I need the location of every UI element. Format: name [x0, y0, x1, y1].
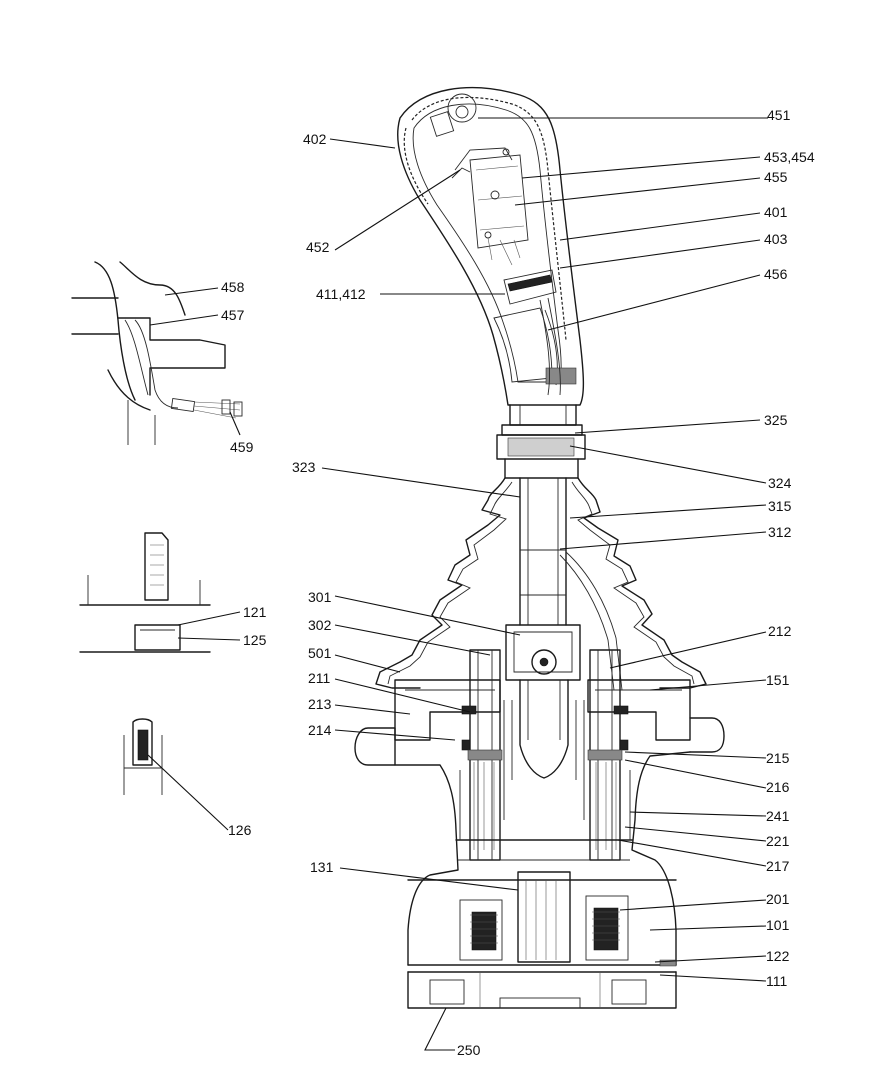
label-216: 216	[766, 779, 790, 795]
label-457: 457	[221, 307, 245, 323]
label-403: 403	[764, 231, 788, 247]
label-211: 211	[308, 670, 331, 686]
label-212: 212	[768, 623, 792, 639]
label-452: 452	[306, 239, 330, 255]
label-214: 214	[308, 722, 332, 738]
label-455: 455	[764, 169, 788, 185]
inset-detail-bolt	[79, 532, 211, 653]
label-411-412: 411,412	[316, 286, 366, 302]
label-456: 456	[764, 266, 788, 282]
label-241: 241	[766, 808, 790, 824]
handle-grip	[397, 86, 585, 436]
label-101: 101	[766, 917, 790, 933]
label-121: 121	[243, 604, 267, 620]
label-312: 312	[768, 524, 792, 540]
part-labels: 451 402 453,454 455 452 401 403 411,412 …	[221, 107, 815, 1058]
inset-detail-pin	[123, 718, 163, 795]
label-459: 459	[230, 439, 254, 455]
gimbal-and-plungers	[354, 624, 725, 861]
label-324: 324	[768, 475, 792, 491]
label-301: 301	[308, 589, 332, 605]
label-201: 201	[766, 891, 790, 907]
label-126: 126	[228, 822, 252, 838]
label-213: 213	[308, 696, 332, 712]
label-125: 125	[243, 632, 267, 648]
label-453-454: 453,454	[764, 149, 815, 165]
label-122: 122	[766, 948, 790, 964]
label-215: 215	[766, 750, 790, 766]
label-302: 302	[308, 617, 332, 633]
label-458: 458	[221, 279, 245, 295]
label-323: 323	[292, 459, 316, 475]
label-217: 217	[766, 858, 790, 874]
label-151: 151	[766, 672, 790, 688]
label-402: 402	[303, 131, 327, 147]
label-501: 501	[308, 645, 332, 661]
label-221: 221	[766, 833, 790, 849]
label-451: 451	[767, 107, 791, 123]
inset-detail-wire-entry	[71, 261, 243, 445]
label-401: 401	[764, 204, 788, 220]
label-250: 250	[457, 1042, 481, 1058]
shaft-and-boot	[375, 434, 707, 691]
housing-body	[394, 751, 691, 1009]
label-131: 131	[310, 859, 334, 875]
leader-lines	[147, 117, 768, 1051]
label-315: 315	[768, 498, 792, 514]
label-325: 325	[764, 412, 788, 428]
label-111: 111	[766, 973, 787, 989]
